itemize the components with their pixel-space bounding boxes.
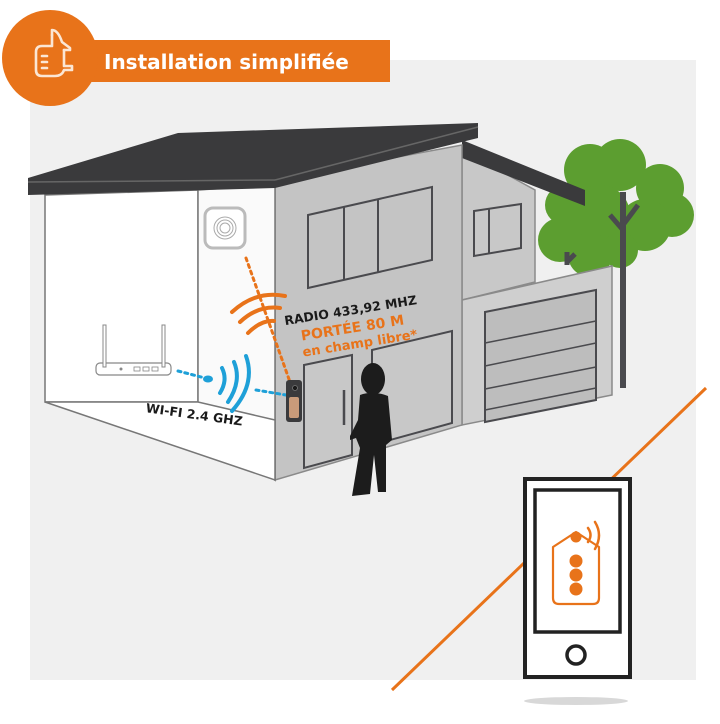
banner: Installation simplifiée: [2, 10, 390, 106]
video-doorbell-icon: [286, 380, 302, 422]
house-interior-cutaway: [44, 184, 276, 482]
wifi-router-icon: [95, 324, 172, 376]
radio-signal-path: [230, 256, 292, 384]
banner-title: Installation simplifiée: [104, 50, 349, 74]
roof: [27, 123, 479, 195]
smartphone-icon: [523, 477, 632, 705]
home-app-icon: [551, 520, 601, 606]
wifi-signal-path: [176, 354, 288, 413]
garage-annex: [461, 140, 613, 426]
chime-hub-icon: [203, 206, 247, 250]
person-silhouette: [350, 363, 392, 496]
thumbs-up-icon: [34, 28, 74, 78]
house-front: [274, 144, 463, 482]
